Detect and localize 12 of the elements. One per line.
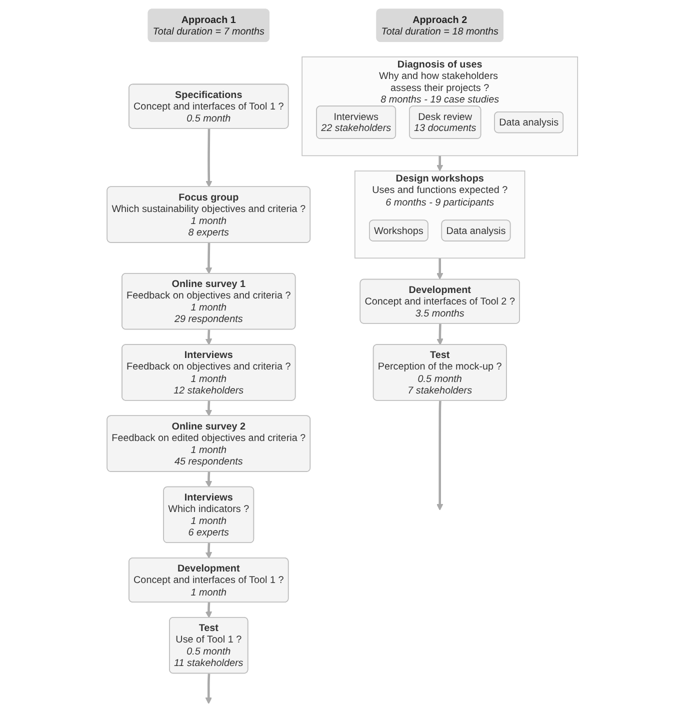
arrow [206, 542, 212, 559]
arrow [205, 674, 212, 704]
arrow [206, 330, 212, 346]
arrow [436, 400, 444, 510]
arrow [436, 324, 444, 346]
arrow [206, 472, 212, 488]
arrow [436, 156, 444, 172]
arrow [206, 128, 212, 188]
arrow [206, 242, 212, 274]
arrow [206, 602, 212, 618]
arrow [436, 258, 444, 280]
arrow [206, 400, 212, 416]
